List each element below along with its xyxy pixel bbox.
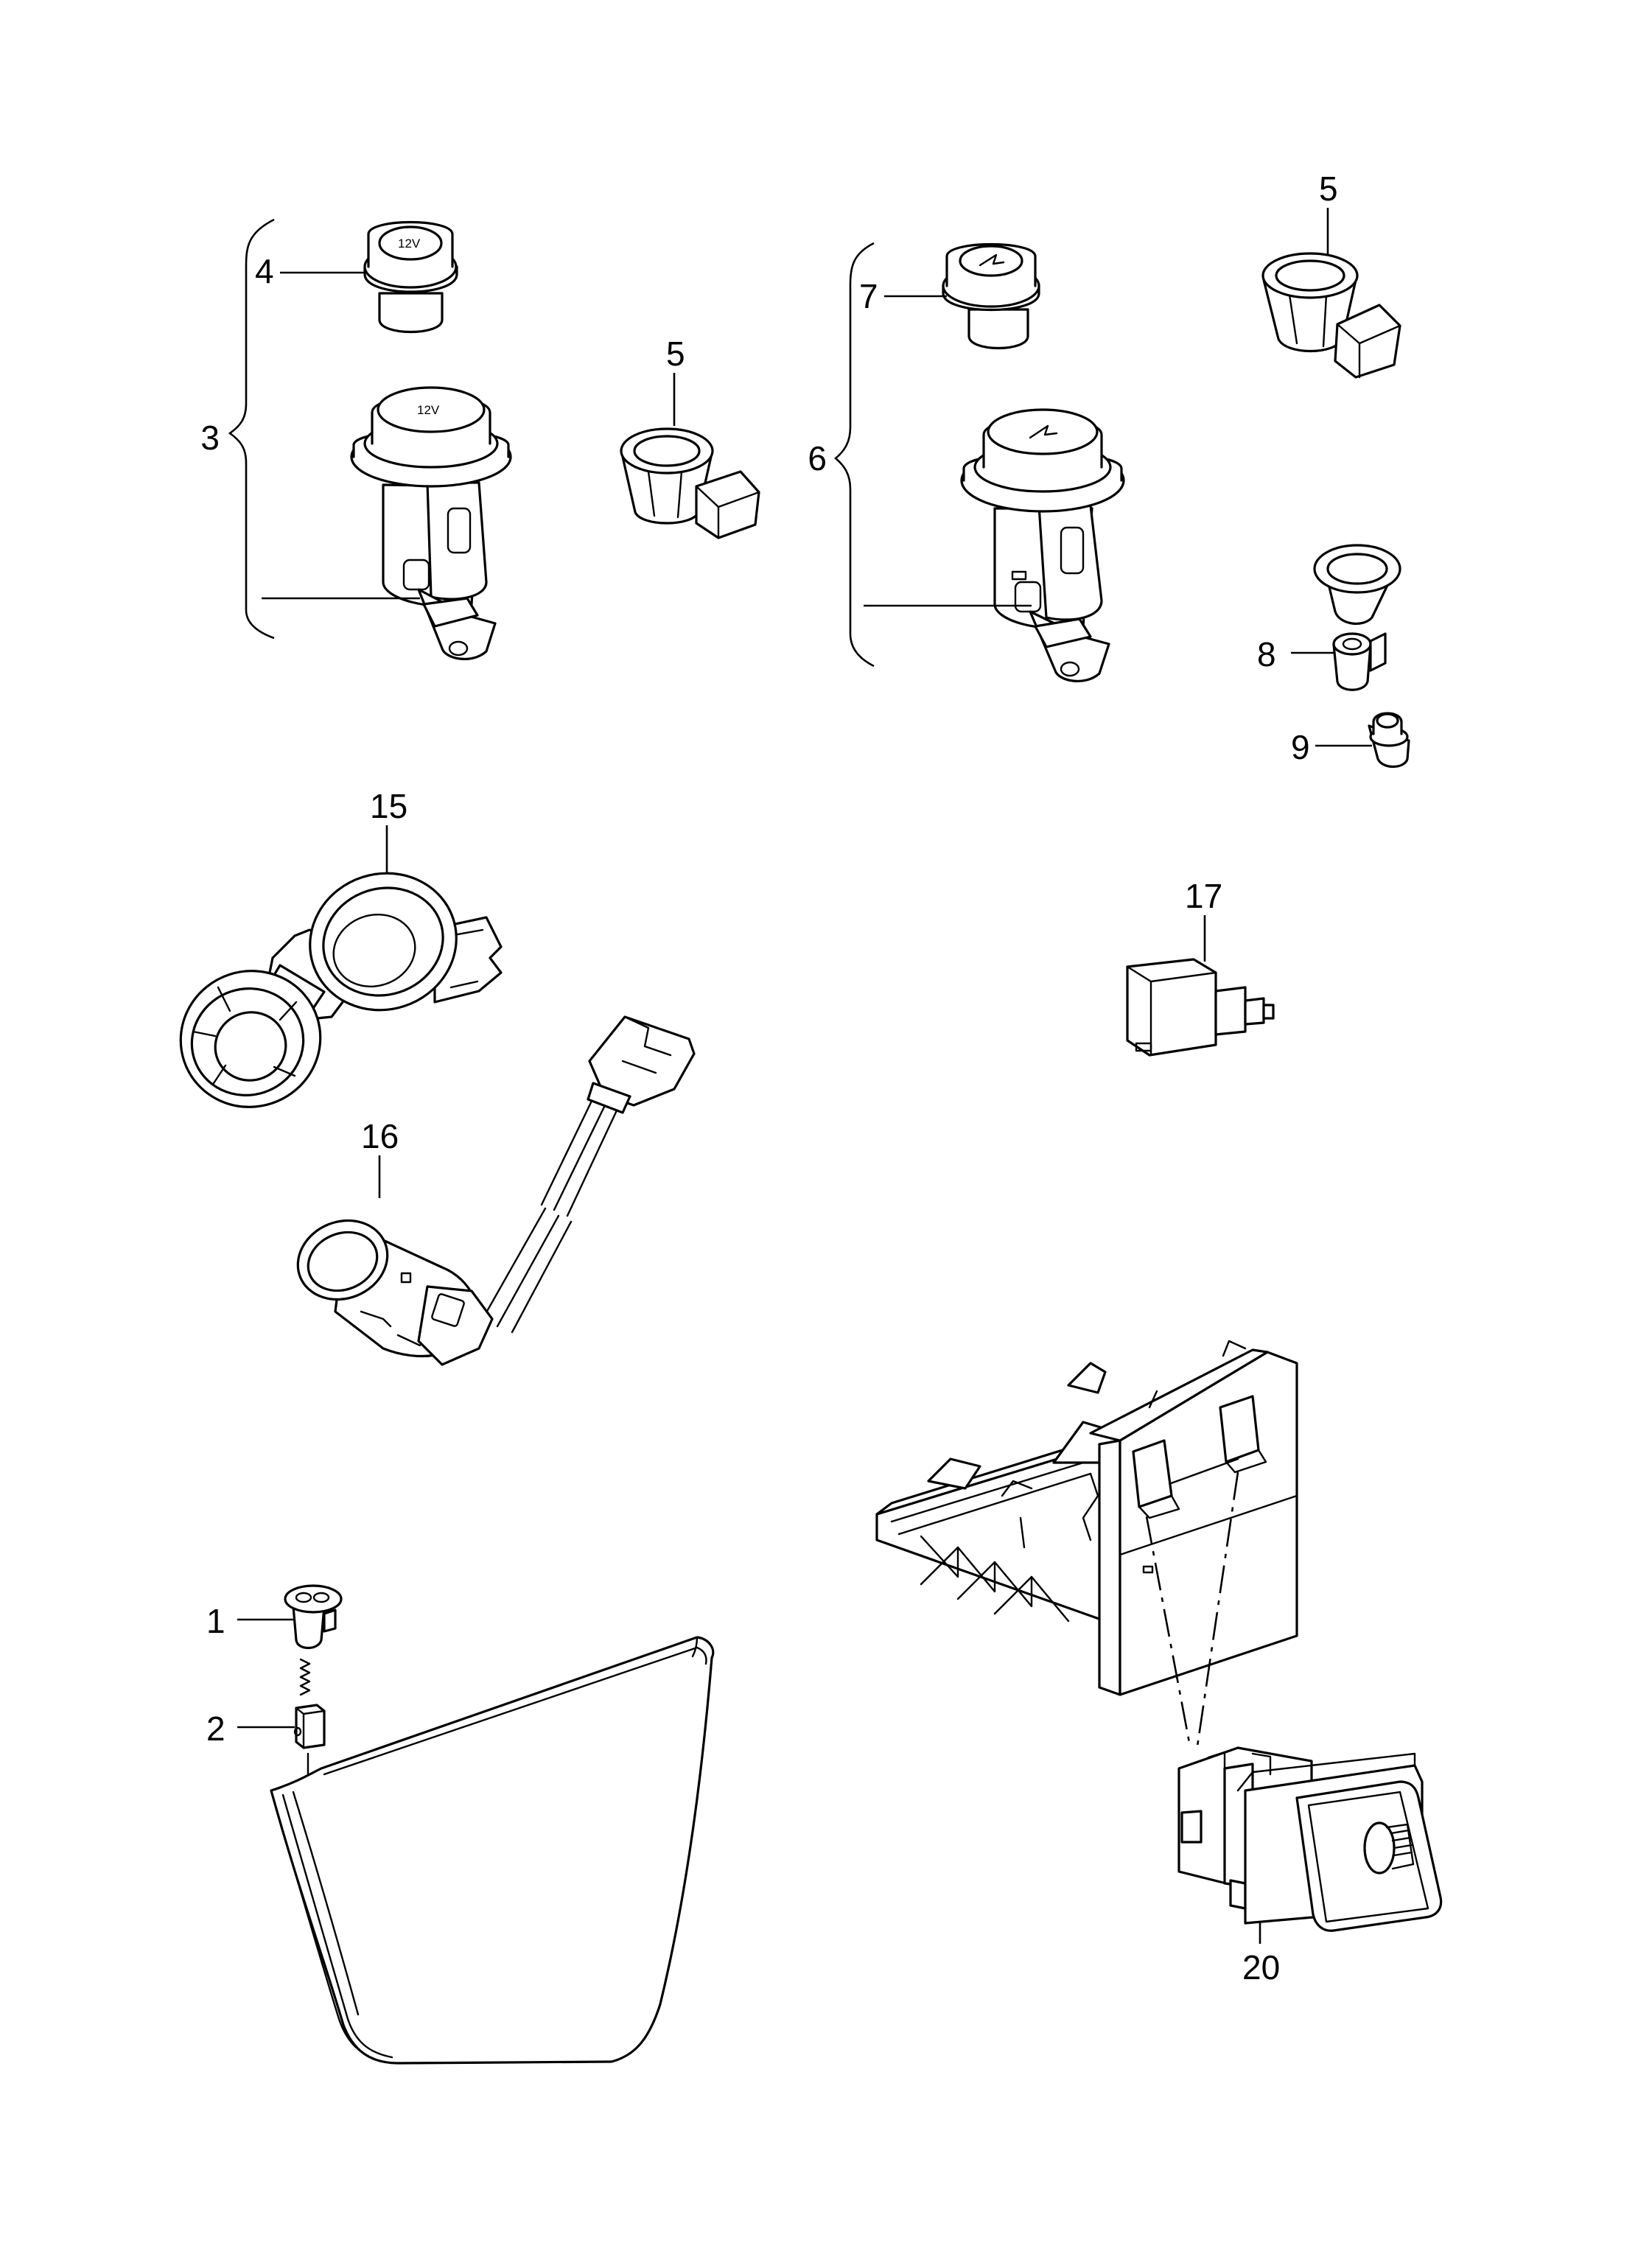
callout-4: 4	[255, 252, 274, 290]
console-housing	[875, 1340, 1298, 1747]
part-6-socket	[864, 408, 1125, 682]
part-16-socket-harness	[296, 1015, 696, 1366]
callout-1: 1	[206, 1602, 225, 1640]
part-2-nut	[237, 1704, 326, 1749]
part-5-trim-ring-b	[1261, 208, 1401, 379]
part-17-switch	[1126, 915, 1275, 1057]
part-3-socket: 12V	[262, 386, 512, 660]
callout-3: 3	[200, 419, 220, 457]
part-15-socket-cover	[179, 825, 503, 1108]
plug-4-marking: 12V	[398, 237, 421, 251]
callout-5-b: 5	[1319, 169, 1338, 208]
callout-16: 16	[361, 1117, 399, 1155]
callouts: 3 4 5 6 7 5 8 9 15 16 17 1 2 20	[200, 169, 1337, 1987]
bracket-3	[228, 218, 275, 640]
callout-6: 6	[808, 439, 827, 477]
part-4-plug: 12V	[363, 220, 458, 334]
part-5-trim-ring-a	[620, 373, 760, 539]
callout-2: 2	[206, 1709, 225, 1748]
part-7-plug	[942, 242, 1040, 350]
callout-8: 8	[1257, 635, 1276, 673]
part-8-bulb-holder	[1291, 544, 1401, 691]
part-1-pin	[237, 1584, 343, 1696]
callout-20: 20	[1242, 1948, 1280, 1987]
socket-3-marking: 12V	[417, 403, 440, 417]
callout-15: 15	[370, 787, 407, 825]
callout-7: 7	[859, 277, 878, 315]
callout-5-a: 5	[666, 335, 685, 373]
part-9-bulb	[1315, 712, 1410, 769]
callout-17: 17	[1185, 877, 1222, 915]
bracket-6	[833, 242, 875, 668]
part-20-switch-module	[1177, 1746, 1443, 1944]
callout-9: 9	[1291, 728, 1310, 766]
trim-panel	[270, 1636, 715, 2065]
